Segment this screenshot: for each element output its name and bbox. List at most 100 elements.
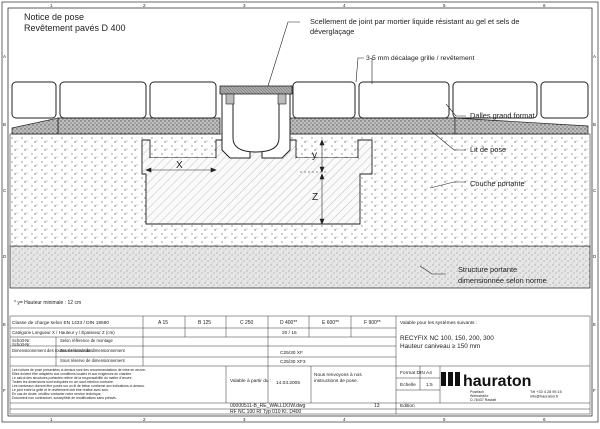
instructions-line-1: Nous renvoyons à nos: [314, 372, 362, 378]
callout-base: Couche portante: [470, 179, 525, 188]
callout-joint-line-2: déverglaçage: [310, 27, 354, 36]
callout-support-line-2: dimensionnée selon norme: [458, 276, 547, 285]
footnote: * y= Hauteur minimale : 12 cm: [14, 300, 81, 306]
row3-b: Sous réserve de dimensionnement: [60, 348, 126, 353]
title-block-grid: [9, 315, 591, 415]
frame-col-bottom-5: 5: [443, 417, 446, 422]
frame-col-top-4: 4: [343, 3, 346, 8]
slab-7: [540, 81, 589, 119]
frame-col-top-3: 3: [243, 3, 246, 8]
load-class-3: D 400**: [280, 320, 297, 326]
callout-support-line-1: Structure portante: [458, 265, 517, 274]
dim-x-label: X: [176, 160, 183, 171]
frame-row-left-C: C: [3, 188, 7, 193]
dimension-lines: [145, 139, 326, 225]
address-line-0: Postfach: [470, 390, 484, 394]
edition-label: Edition: [400, 403, 415, 409]
slab-4: [292, 81, 356, 119]
title-line-2: Revêtement pavés D 400: [24, 23, 126, 33]
frame-row-right-C: C: [593, 188, 597, 193]
frame-col-top-2: 2: [143, 3, 146, 8]
address-line-2: D-76437 Rastatt: [470, 398, 496, 402]
frame-col-top-5: 5: [443, 3, 446, 8]
row2-a: Schott-Nr.: [12, 338, 31, 343]
frame-row-left-B: B: [3, 122, 6, 127]
reference-code: RF NC 100 RI Typ 010 KI. D400: [230, 409, 302, 415]
slab-2: [59, 81, 147, 119]
frame-col-bottom-3: 3: [243, 417, 246, 422]
frame-col-top-6: 6: [543, 3, 546, 8]
bedding-layer-right: [289, 117, 456, 135]
support-structure: [9, 245, 591, 289]
disclaimer-block: Les notices de pose présentées ci-dessus…: [12, 368, 146, 400]
row4-note: Sous réserve de dimensionnement: [60, 358, 126, 363]
grate: [219, 85, 293, 95]
slab-6: [452, 81, 538, 119]
dim-z-label: Z: [312, 192, 318, 203]
row1-label: Catégorie Longueur X / Hauteur y / Épais…: [12, 330, 115, 335]
format-value: A4: [426, 370, 432, 376]
callout-bed: Lit de pose: [470, 145, 506, 154]
slab-1: [11, 81, 57, 119]
frame-row-left-A: A: [3, 54, 6, 59]
hauraton-logo: hauraton: [441, 372, 531, 390]
bedding-taper-left: [11, 117, 59, 135]
valid-title: Valable pour les systèmes suivants :: [400, 320, 477, 326]
frame-col-bottom-1: 1: [50, 417, 53, 422]
scale-label: Echelle: [400, 382, 416, 388]
address-line-1: Werkstraße: [470, 394, 489, 398]
frame-row-right-F: F: [593, 388, 596, 393]
valid-from-label: Valable à partir du :: [230, 378, 271, 384]
valid-line-1: RECYFIX NC 100, 150, 200, 300: [400, 335, 494, 342]
valid-line-2: Hauteur caniveau ≥ 150 mm: [400, 343, 480, 350]
row3-value: C25/30 XF: [280, 350, 303, 356]
drainage-channel: [219, 85, 293, 159]
drawing-id: 00000511-B_RE_WALLDOW.dwg: [230, 403, 306, 409]
disclaimer-line-5: Le joint entre la grille et le revêtemen…: [12, 388, 109, 392]
frame-col-bottom-2: 2: [143, 417, 146, 422]
frame-row-left-F: F: [3, 388, 6, 393]
disclaimer-line-3: Toutes les dimensions sont indiquées en …: [12, 380, 114, 384]
scale-value: 1:5: [426, 382, 433, 388]
row2-b: Schott-Nr.: [12, 342, 31, 347]
page-number: 13: [374, 403, 380, 409]
disclaimer-line-0: Les notices de pose présentées ci-dessus…: [12, 368, 146, 372]
slab-5: [358, 81, 450, 119]
load-class-0: A 15: [158, 320, 168, 326]
frame-row-right-B: B: [593, 122, 596, 127]
logo-text: hauraton: [463, 373, 531, 390]
dim-y-label: y: [312, 150, 317, 161]
inner-border: [7, 7, 593, 417]
frame-row-right-E: E: [593, 322, 596, 327]
disclaimer-line-4: Les caniveaux doivent être posés sur un …: [12, 384, 145, 388]
contact-line-0: Tél +33 4 28 95 15: [530, 390, 562, 394]
disclaimer-line-1: Elles doivent être adaptées aux conditio…: [12, 372, 132, 376]
disclaimer-line-7: Document non contractuel, susceptible de…: [12, 396, 117, 400]
row2-note: Selon référence de montage: [60, 338, 114, 343]
leader-lines: [267, 21, 466, 275]
disclaimer-line-2: Le calcul des structures portantes relèv…: [12, 376, 133, 380]
format-label: Format DIN: [400, 370, 425, 376]
frame-row-right-D: D: [593, 254, 597, 259]
instructions-line-2: instructions de pose.: [314, 378, 358, 384]
valid-from-date: 14.03.2005: [276, 380, 300, 386]
frame-col-bottom-6: 6: [543, 417, 546, 422]
contact-line-1: info@hauraton.fr: [530, 395, 559, 399]
frame-col-bottom-4: 4: [343, 417, 346, 422]
load-class-1: B 125: [198, 320, 211, 326]
load-class-5: F 900**: [364, 320, 381, 326]
frame-row-right-A: A: [593, 54, 596, 59]
load-class-2: C 250: [240, 320, 254, 326]
disclaimer-line-6: En cas de doute, veuillez contacter notr…: [12, 392, 102, 396]
slab-3: [149, 81, 217, 119]
table-head-label: Classe de charge selon EN 1433 / DIN 195…: [12, 320, 109, 326]
bedding-taper-right: [454, 117, 589, 135]
row1-value: 20 / 15: [282, 330, 297, 336]
frame-col-top-1: 1: [50, 3, 53, 8]
callout-slabs: Dalles grand format: [470, 111, 535, 120]
